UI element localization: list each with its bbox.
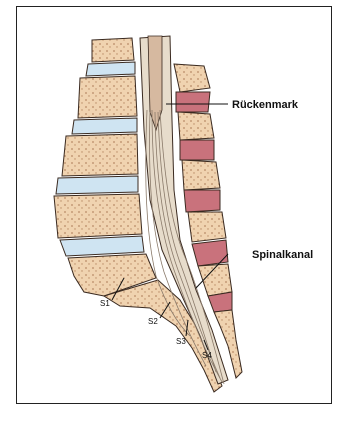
spinous-process-2 — [178, 112, 214, 140]
muscle-1 — [176, 92, 210, 112]
disc-4 — [60, 236, 144, 256]
disc-2 — [72, 118, 137, 134]
muscle-2 — [180, 140, 214, 160]
disc-1 — [86, 62, 135, 76]
vertebra-2 — [78, 76, 137, 118]
vertebra-3 — [62, 134, 138, 176]
spinous-process-3 — [182, 160, 220, 190]
muscle-3 — [184, 190, 220, 212]
muscle-5 — [208, 292, 232, 312]
label-s4: S4 — [202, 351, 212, 360]
spinous-process-4 — [188, 212, 226, 242]
vertebra-4 — [54, 194, 142, 238]
spinous-process-1 — [174, 64, 210, 92]
disc-3 — [56, 176, 138, 194]
label-s2: S2 — [148, 317, 158, 326]
vertebra-1 — [92, 38, 134, 62]
label-rueckenmark: Rückenmark — [232, 99, 299, 111]
label-spinalkanal: Spinalkanal — [252, 249, 313, 261]
label-s1: S1 — [100, 299, 110, 308]
muscle-4 — [192, 240, 228, 266]
label-s3: S3 — [176, 337, 186, 346]
